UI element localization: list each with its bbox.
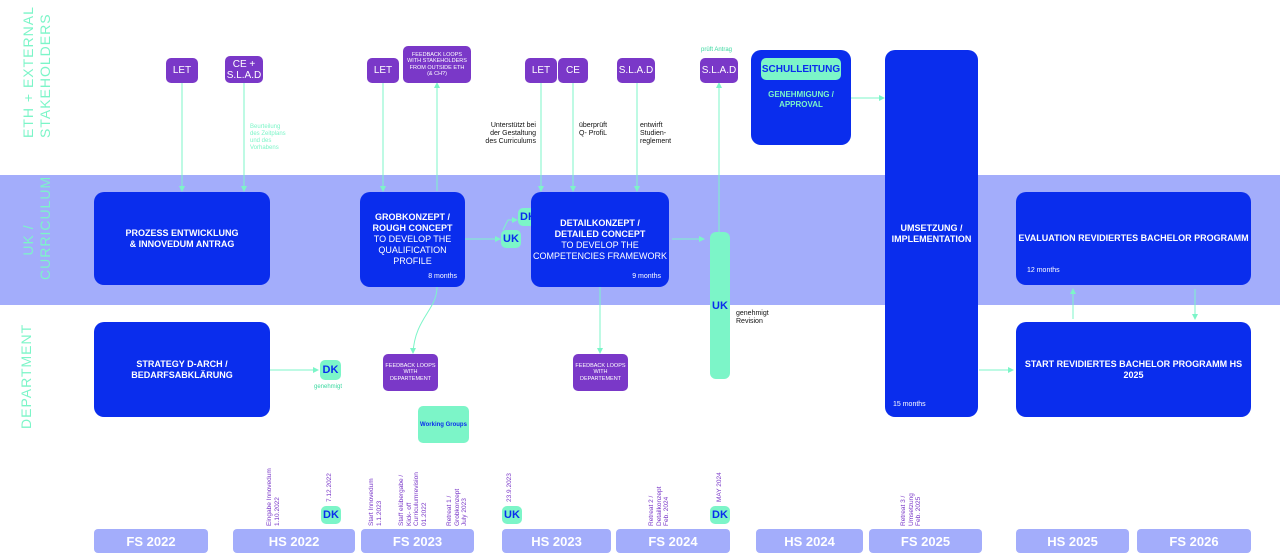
dk-badge-dept: DK (320, 360, 341, 380)
lane-label-external: ETH + EXTERNAL STAKEHOLDERS (20, 6, 53, 138)
uk-badge-timeline: UK (502, 506, 522, 524)
semester-hs-2022: HS 2022 (233, 529, 355, 553)
let-pill-2: LET (367, 58, 399, 83)
ce-pill: CE (558, 58, 588, 83)
slad-2-note: prüft Antrag (701, 47, 733, 53)
schulleitung-label-1: GENEHMIGUNG / (768, 90, 834, 99)
prozess-entwicklung-box: PROZESS ENTWICKLUNG& INNOVEDUM ANTRAG (94, 192, 270, 285)
semester-fs-2026: FS 2026 (1137, 529, 1251, 553)
umsetzung-box: UMSETZUNG /IMPLEMENTATION 15 months (885, 50, 978, 417)
grobkonzept-box: GROBKONZEPT /ROUGH CONCEPT TO DEVELOP TH… (360, 192, 465, 287)
detailkonzept-duration: 9 months (632, 273, 661, 280)
let-pill-1: LET (166, 58, 198, 83)
evaluation-box: EVALUATION REVIDIERTES BACHELOR PROGRAMM… (1016, 192, 1251, 285)
grobkonzept-duration: 8 months (428, 273, 457, 280)
slad-pill-2: S.L.A.D (700, 58, 738, 83)
working-groups-badge: Working Groups (418, 406, 469, 443)
dk-approval-note: genehmigt (314, 384, 343, 390)
date-retreat-1: Retreat 1 / Grobkonzept July 2023 (446, 488, 468, 526)
date-eingabe-innovedum: Eingabe Innovedum 1.10.2022 (266, 468, 281, 526)
semester-fs-2023: FS 2023 (361, 529, 474, 553)
date-staff-kickoff: Staff elübergabe / Kick- off Curriculumr… (398, 472, 428, 526)
date-retreat-2: Retreat 2 / Detailkonzept Feb. 2024 (648, 486, 670, 526)
lane-label-uk: UK / CURRICULUM (20, 175, 53, 280)
date-uk-2023: 23.9.2023 (506, 473, 513, 502)
semester-hs-2025: HS 2025 (1016, 529, 1129, 553)
semester-hs-2024: HS 2024 (756, 529, 863, 553)
slad-pill-1: S.L.A.D (617, 58, 655, 83)
uk-approval-bar: UK (710, 232, 730, 379)
semester-fs-2022: FS 2022 (94, 529, 208, 553)
schulleitung-label-2: APPROVAL (779, 100, 823, 109)
date-dk-2022: 7.12.2022 (326, 473, 333, 502)
semester-hs-2023: HS 2023 (502, 529, 611, 553)
evaluation-duration: 12 months (1027, 267, 1060, 274)
date-retreat-3: Retreat 3 / Umsetzung Feb. 2025 (900, 493, 922, 526)
uk-badge-uk-lane: UK (501, 230, 521, 248)
schulleitung-badge: SCHULLEITUNG (761, 58, 841, 80)
date-may-2024: MAY 2024 (716, 472, 723, 502)
ce-slad-pill: CE +S.L.A.D (225, 56, 263, 83)
semester-fs-2024: FS 2024 (616, 529, 730, 553)
lane-label-department: DEPARTMENT (18, 323, 34, 429)
umsetzung-duration: 15 months (893, 401, 926, 408)
date-start-innovedum: Start Innovedum 1.1.2023 (368, 478, 383, 526)
detailkonzept-box: DETAILKONZEPT /DETAILED CONCEPT TO DEVEL… (531, 192, 669, 287)
start-bachelor-box: START REVIDIERTES BACHELOR PROGRAMM HS 2… (1016, 322, 1251, 417)
strategy-box: STRATEGY D-ARCH /BEDARFSABKLÄRUNG (94, 322, 270, 417)
dk-badge-timeline-1: DK (321, 506, 341, 524)
semester-fs-2025: FS 2025 (869, 529, 982, 553)
dk-badge-timeline-2: DK (710, 506, 730, 524)
let-pill-3: LET (525, 58, 557, 83)
schulleitung-box: SCHULLEITUNG GENEHMIGUNG / APPROVAL (751, 50, 851, 145)
